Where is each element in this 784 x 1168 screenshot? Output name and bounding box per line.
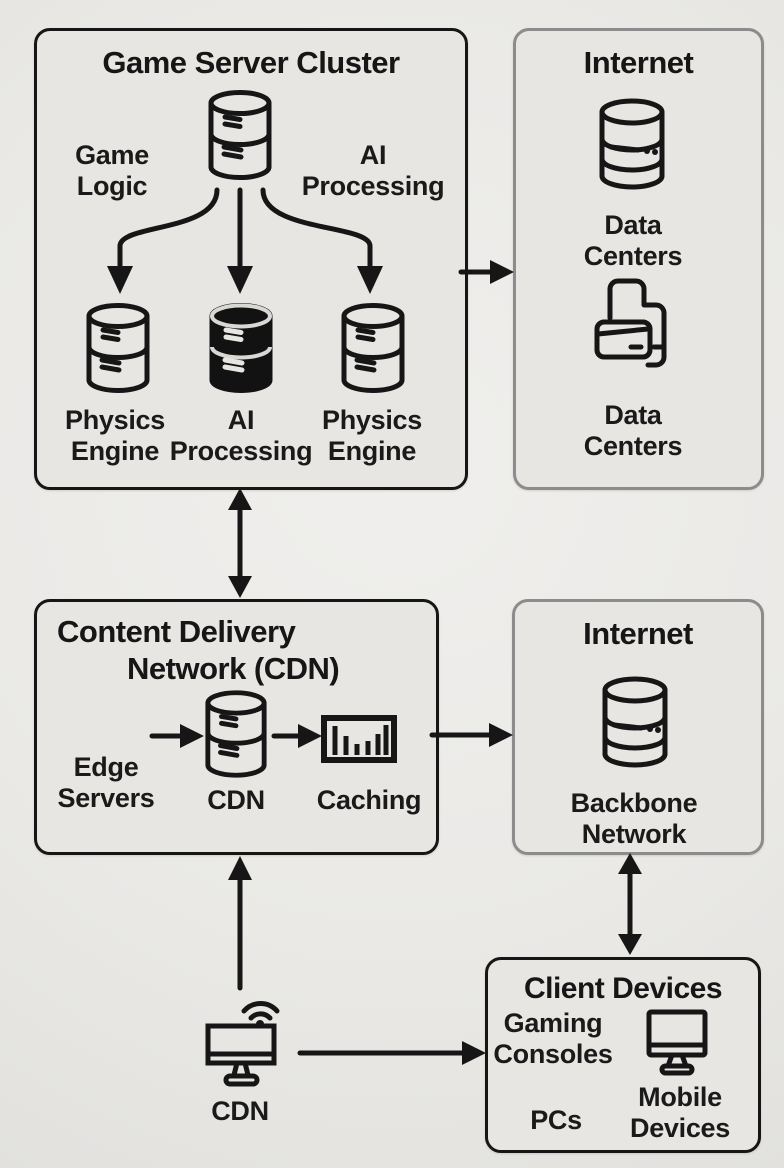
cdn-label: CDN xyxy=(207,785,265,815)
ai-processing-top-label: AI Processing xyxy=(301,140,445,201)
arrow-client-to-cdn-box xyxy=(228,856,252,991)
arrow-cdn-to-caching xyxy=(271,724,322,748)
arrow-gsc-cdn-bidirectional xyxy=(228,488,252,598)
arrow-edge-to-cdn xyxy=(149,724,204,748)
arrow-gsc-to-internet xyxy=(458,260,514,284)
ai-processing-bottom-label: AI Processing xyxy=(169,405,313,466)
mobile-devices-label: Mobile Devices xyxy=(630,1082,730,1143)
caching-label: Caching xyxy=(316,785,422,815)
cdn-client-label: CDN xyxy=(211,1096,269,1126)
monitor-icon xyxy=(646,1009,708,1076)
server-database-icon xyxy=(599,98,665,190)
devices-icon xyxy=(594,278,667,368)
game-server-cluster-title: Game Server Cluster xyxy=(102,45,400,80)
database-icon xyxy=(205,690,267,778)
arrow-cdn-to-internet xyxy=(429,723,513,747)
arrow-internet-client-bidirectional xyxy=(618,853,642,955)
server-database-icon xyxy=(602,676,668,768)
database-filled-icon xyxy=(209,303,273,393)
game-logic-label: Game Logic xyxy=(75,140,149,201)
backbone-network-label: Backbone Network xyxy=(570,788,698,849)
database-icon xyxy=(208,90,272,180)
pcs-label: PCs xyxy=(530,1105,582,1135)
data-centers-label-2: Data Centers xyxy=(583,400,683,461)
cdn-title-line1: Content Delivery xyxy=(57,614,296,649)
caching-bars-icon xyxy=(321,715,397,763)
gaming-consoles-label: Gaming Consoles xyxy=(493,1008,613,1069)
branch-arrows xyxy=(107,187,383,294)
physics-engine-right-label: Physics Engine xyxy=(322,405,422,466)
monitor-wifi-icon xyxy=(205,1001,280,1087)
cdn-title-line2: Network (CDN) xyxy=(127,651,340,686)
database-icon xyxy=(86,303,150,393)
internet-mid-title: Internet xyxy=(583,616,693,651)
database-icon xyxy=(341,303,405,393)
internet-top-title: Internet xyxy=(583,45,694,80)
arrow-client-to-client-devices xyxy=(297,1041,486,1065)
internet-top-box: Internet xyxy=(513,28,764,490)
edge-servers-label: Edge Servers xyxy=(57,752,155,813)
data-centers-label-1: Data Centers xyxy=(583,210,683,271)
client-devices-box: Client Devices xyxy=(485,957,761,1153)
client-devices-title: Client Devices xyxy=(523,972,723,1005)
physics-engine-left-label: Physics Engine xyxy=(65,405,165,466)
game-server-cluster-box: Game Server Cluster xyxy=(34,28,468,490)
